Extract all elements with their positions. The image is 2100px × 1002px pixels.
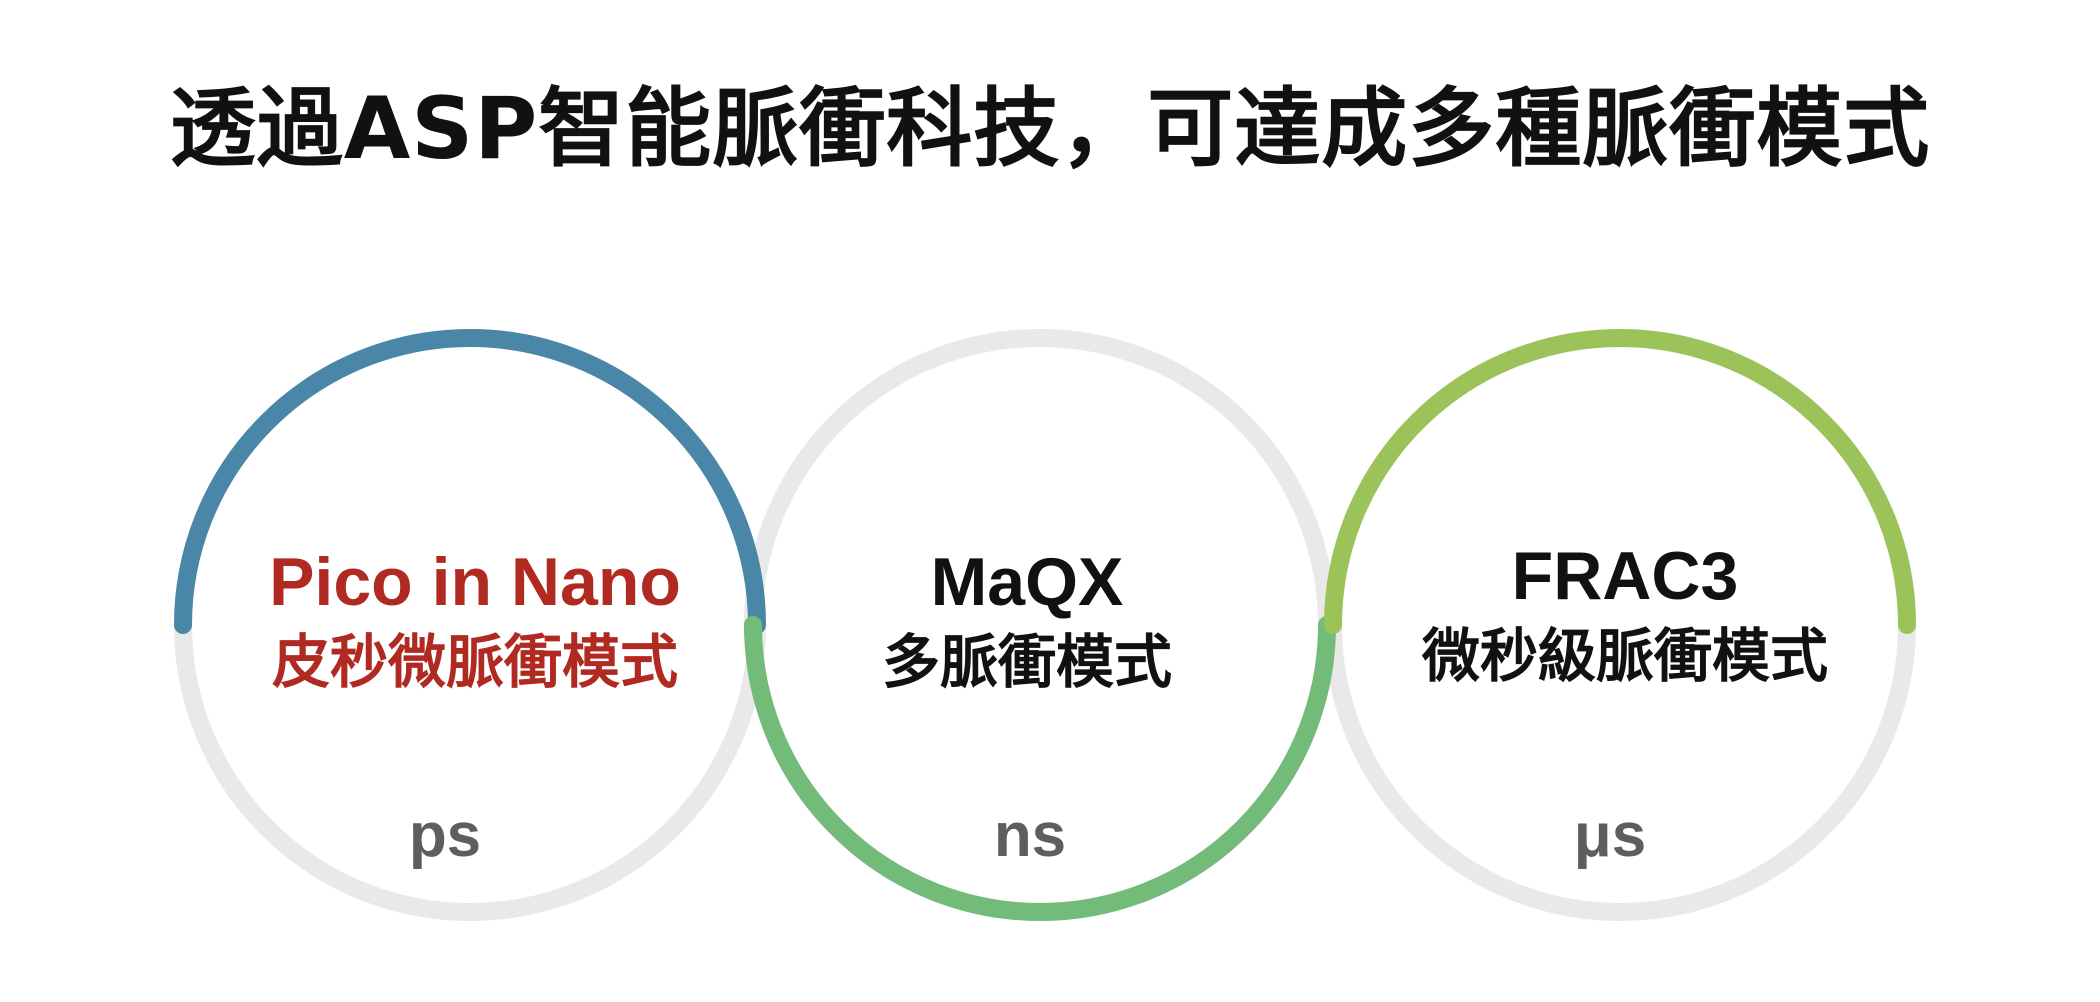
mode-description: 皮秒微脈衝模式 [271,628,678,696]
mode-unit-ns: ns [993,801,1067,870]
mode-name: Pico in Nano [269,544,681,620]
mode-description: 多脈衝模式 [881,628,1172,696]
ring-arc-maqx [744,616,1336,921]
mode-maqx-label: MaQX 多脈衝模式 [767,544,1287,704]
mode-unit-us: μs [1573,801,1647,870]
ring-arc-pico [174,329,766,634]
mode-name: MaQX [930,544,1124,620]
mode-unit-ps: ps [408,801,482,870]
mode-frac3-label: FRAC3 微秒級脈衝模式 [1365,538,1885,698]
page-title: 透過ASP智能脈衝科技，可達成多種脈衝模式 [169,79,1931,179]
mode-description: 微秒級脈衝模式 [1421,622,1828,690]
mode-pico-label: Pico in Nano 皮秒微脈衝模式 [215,544,735,704]
mode-name: FRAC3 [1511,538,1739,614]
ring-arc-frac3 [1324,329,1916,634]
